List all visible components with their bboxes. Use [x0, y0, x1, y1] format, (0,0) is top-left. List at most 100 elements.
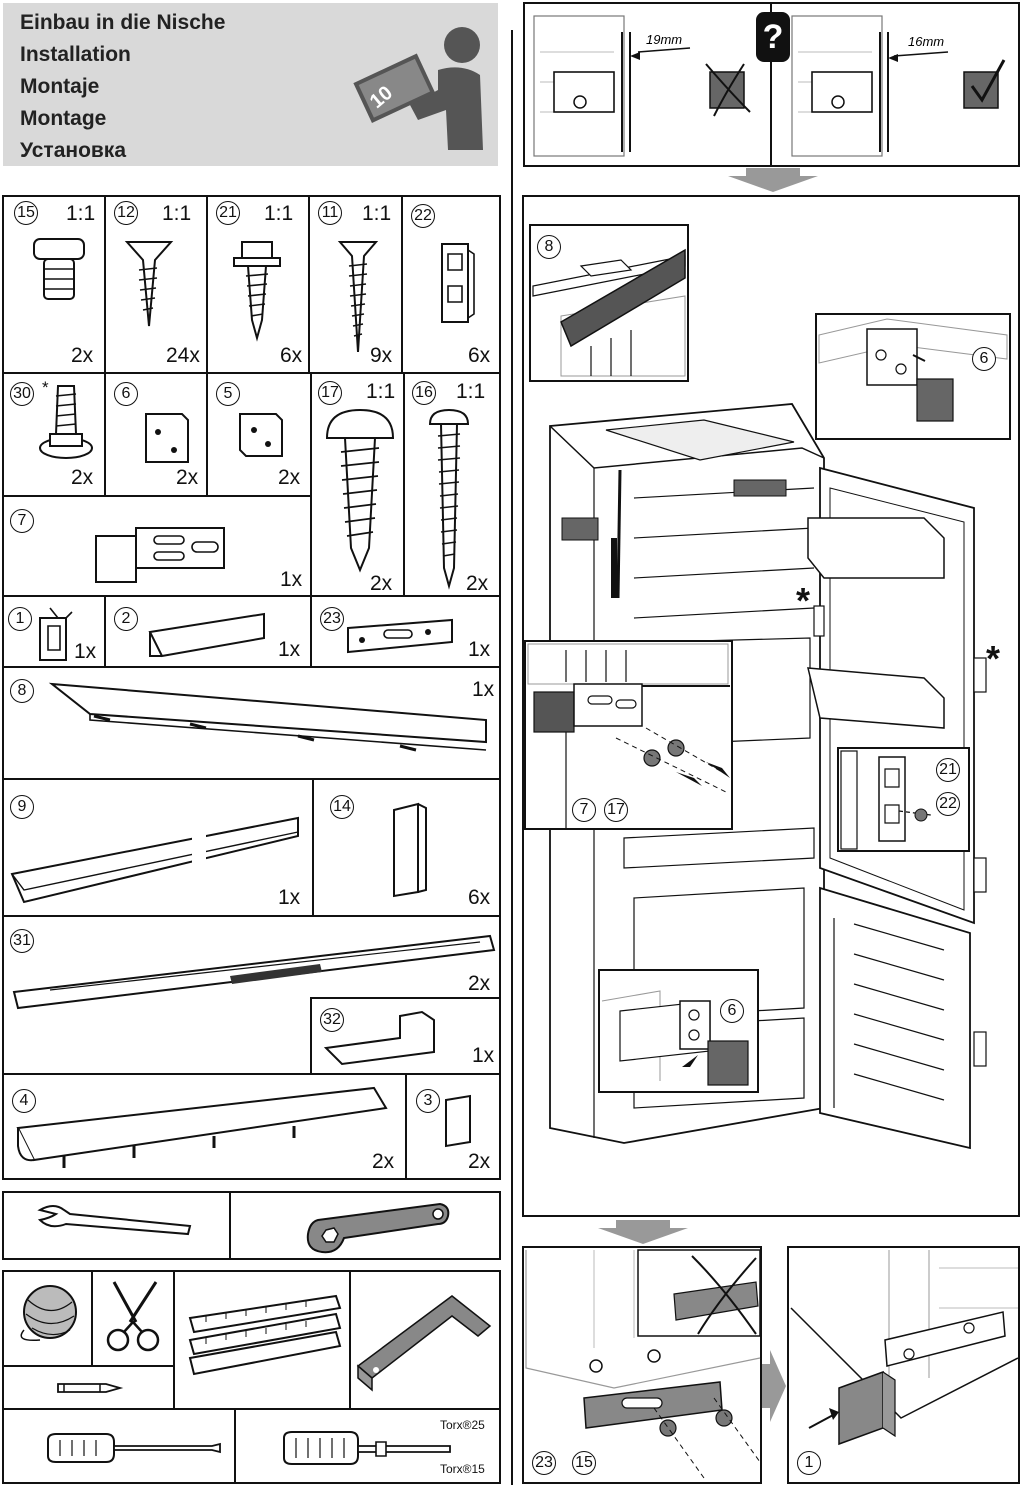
part-15-qty: 2x — [71, 344, 94, 367]
screw-17-icon — [325, 408, 395, 573]
star-marker-1: * — [796, 580, 811, 621]
part-16-number: 16 — [412, 381, 436, 405]
inset-hinge-6-bottom-illustration — [601, 990, 749, 1086]
part-15-scale: 1:1 — [66, 202, 96, 225]
part-31-number: 31 — [10, 929, 34, 953]
part-30-number: 30 — [10, 382, 34, 406]
reading-person-icon: 10 — [353, 27, 483, 150]
part-31-qty: 2x — [468, 972, 491, 995]
step-23-label: 23 — [532, 1451, 556, 1475]
screw-15-icon — [33, 238, 85, 300]
screw-16-icon — [428, 408, 470, 590]
part-12-qty: 24x — [166, 344, 200, 367]
flat-screwdriver-icon — [47, 1433, 221, 1463]
part-30-note: * — [42, 378, 49, 397]
down-arrow-1 — [728, 168, 818, 192]
part-30-qty: 2x — [71, 466, 94, 489]
tool-32-icon — [323, 1010, 435, 1066]
part-5-qty: 2x — [278, 466, 301, 489]
part-32-qty: 1x — [472, 1044, 495, 1067]
part-15-number: 15 — [14, 201, 38, 225]
screw-30-icon — [39, 385, 93, 459]
inset-clip-21-22-illustration — [840, 750, 932, 850]
inset-17-label: 17 — [604, 798, 628, 822]
inset-6-bottom-label: 6 — [720, 999, 744, 1023]
part-6-qty: 2x — [176, 466, 199, 489]
strip-8-icon — [48, 682, 487, 752]
part-12-scale: 1:1 — [162, 202, 192, 225]
part-11-qty: 9x — [370, 344, 393, 367]
part-9-qty: 1x — [278, 886, 301, 909]
strip-9-icon — [10, 816, 299, 904]
rail-2-icon — [148, 612, 265, 658]
part-2-number: 2 — [114, 607, 138, 631]
part-16-qty: 2x — [466, 572, 489, 595]
part-12-number: 12 — [114, 201, 138, 225]
title-de: Einbau in die Nische — [20, 11, 226, 34]
dimension-16mm: 16mm — [908, 34, 944, 49]
screw-21-icon — [233, 241, 281, 342]
set-square-icon — [356, 1295, 492, 1392]
part-23-number: 23 — [320, 607, 344, 631]
screw-12-icon — [124, 241, 174, 327]
inset-strip-8-illustration — [532, 248, 686, 377]
title-es: Montaje — [20, 75, 100, 98]
inset-21-label: 21 — [936, 758, 960, 782]
title-ru: Установка — [20, 139, 126, 162]
part-17-qty: 2x — [370, 572, 393, 595]
part-8-number: 8 — [10, 679, 34, 703]
plate-5-icon — [239, 413, 283, 457]
title-fr: Montage — [20, 107, 107, 130]
scissors-icon — [106, 1281, 160, 1352]
part-17-scale: 1:1 — [366, 380, 396, 403]
part-5-number: 5 — [216, 382, 240, 406]
dimension-19mm: 19mm — [646, 32, 682, 47]
screw-11-icon — [337, 241, 379, 353]
cap-14-icon — [393, 802, 427, 898]
part-6-number: 6 — [114, 382, 138, 406]
part-9-number: 9 — [10, 795, 34, 819]
torx-screwdriver-icon — [283, 1431, 451, 1465]
column-divider — [511, 30, 513, 1485]
clip-22-icon — [441, 243, 475, 323]
part-1-number: 1 — [8, 607, 32, 631]
part-4-number: 4 — [12, 1089, 36, 1113]
part-11-scale: 1:1 — [362, 202, 392, 225]
inset-hinge-6-top-illustration — [818, 318, 1008, 422]
folding-ruler-icon — [188, 1294, 342, 1376]
part-14-qty: 6x — [468, 886, 491, 909]
part-21-number: 21 — [216, 201, 240, 225]
hinge-left-illustration: 19mm — [533, 15, 751, 157]
inset-22-label: 22 — [936, 792, 960, 816]
hinge-right-illustration: 16mm — [791, 15, 1006, 157]
part-22-qty: 6x — [468, 344, 491, 367]
cap-3-icon — [445, 1094, 471, 1148]
hinge-wrench-icon — [306, 1202, 450, 1254]
part-14-number: 14 — [330, 795, 354, 819]
part-2-qty: 1x — [278, 638, 301, 661]
bracket-23-step-illustration — [525, 1249, 761, 1479]
part-3-qty: 2x — [468, 1150, 491, 1173]
part-17-number: 17 — [318, 381, 342, 405]
part-21-qty: 6x — [280, 344, 303, 367]
rail-31-icon — [12, 934, 496, 1010]
down-arrow-2 — [598, 1220, 688, 1244]
part-11-number: 11 — [318, 201, 342, 225]
wrench-icon — [37, 1205, 192, 1236]
part-32-number: 32 — [320, 1008, 344, 1032]
part-22-number: 22 — [411, 204, 435, 228]
part-23-qty: 1x — [468, 638, 491, 661]
clip-1-step-panel — [787, 1246, 1020, 1484]
part-16-scale: 1:1 — [456, 380, 486, 403]
right-arrow — [762, 1350, 786, 1422]
question-badge: ? — [756, 12, 790, 62]
step-15-label: 15 — [572, 1451, 596, 1475]
inset-bracket-7-17-illustration — [527, 643, 730, 828]
clip-1-step-illustration — [790, 1250, 1019, 1446]
inset-8-label: 8 — [537, 235, 561, 259]
part-21-scale: 1:1 — [264, 202, 294, 225]
torx-15-label: Torx®15 — [440, 1462, 485, 1476]
part-7-number: 7 — [10, 509, 34, 533]
title-panel: Einbau in die Nische Installation Montaj… — [3, 3, 498, 166]
bracket-23-icon — [347, 618, 453, 654]
